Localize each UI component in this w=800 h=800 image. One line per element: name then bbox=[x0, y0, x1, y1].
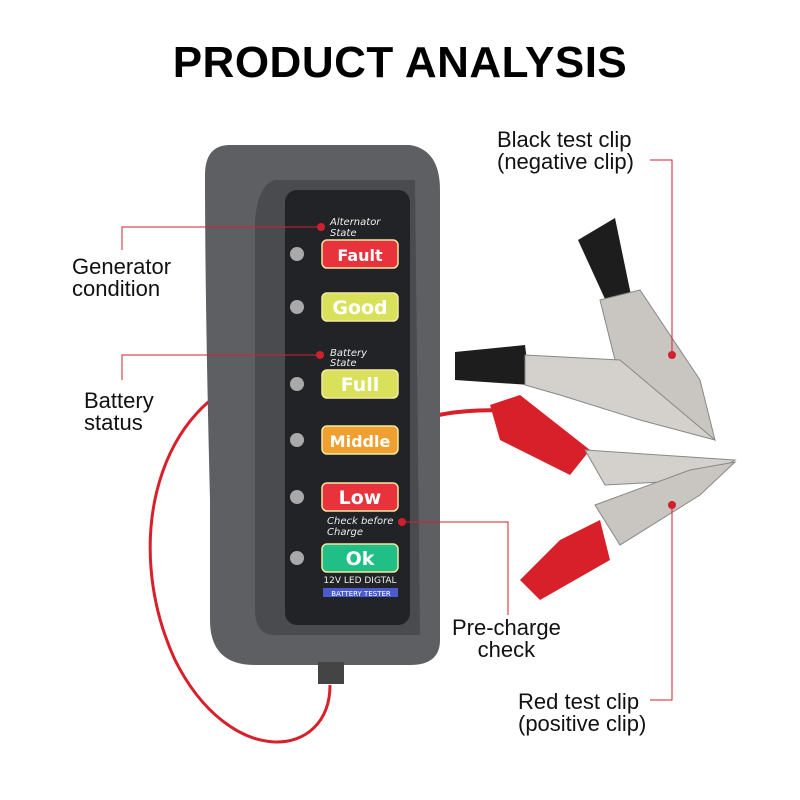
led-indicator bbox=[290, 490, 304, 504]
led-badge-good bbox=[321, 292, 399, 322]
led-label: Ok bbox=[346, 548, 375, 570]
led-badge-full bbox=[321, 369, 399, 399]
led-indicator bbox=[290, 300, 304, 314]
led-badge-low bbox=[321, 482, 399, 512]
led-indicator bbox=[290, 433, 304, 447]
brand-badge bbox=[323, 588, 398, 597]
check-before-label-2: Charge bbox=[327, 527, 363, 538]
black-clip-label: Black test clip(negative clip) bbox=[497, 127, 634, 174]
page-title: PRODUCT ANALYSIS bbox=[172, 38, 628, 87]
check-before-label: Check before bbox=[327, 516, 393, 527]
led-badge-ok bbox=[321, 543, 399, 573]
cable-boot bbox=[318, 662, 344, 684]
alternator-state-label-2: State bbox=[330, 228, 356, 239]
black-test-clip bbox=[455, 218, 716, 442]
led-label: Middle bbox=[330, 432, 391, 451]
led-indicator bbox=[290, 377, 304, 391]
led-indicator bbox=[290, 551, 304, 565]
led-badge-fault bbox=[321, 239, 399, 269]
led-label: Full bbox=[341, 374, 380, 396]
brand-line2: BATTERY TESTER bbox=[331, 590, 391, 598]
red-test-clip bbox=[490, 395, 737, 600]
red-cable bbox=[148, 373, 332, 744]
battery-state-label: Battery bbox=[330, 348, 368, 359]
battery-state-label-2: State bbox=[330, 358, 356, 369]
brand-line1: 12V LED DIGTAL bbox=[323, 576, 396, 586]
red-clip-label: Red test clip(positive clip) bbox=[518, 689, 647, 736]
led-label: Fault bbox=[337, 246, 383, 265]
callout-lines bbox=[121, 159, 673, 701]
led-badge-middle bbox=[321, 425, 399, 455]
alternator-state-label: Alternator bbox=[329, 217, 381, 228]
led-label: Good bbox=[332, 297, 387, 319]
led-label: Low bbox=[339, 487, 382, 509]
led-indicator bbox=[290, 247, 304, 261]
callout-dots bbox=[316, 223, 676, 526]
